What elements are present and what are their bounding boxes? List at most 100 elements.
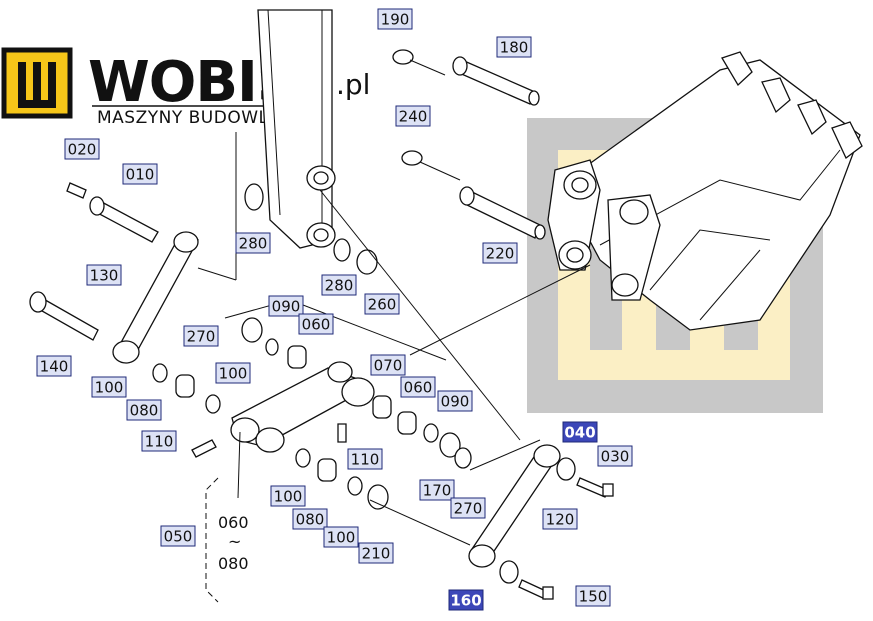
callout-label: 110 — [351, 451, 380, 469]
callout-label: 280 — [239, 235, 268, 253]
bucket — [547, 51, 863, 331]
callout-box — [160, 525, 196, 547]
callout-180: 180 — [496, 36, 532, 58]
callout-label: 100 — [219, 365, 248, 383]
callout-070: 070 — [370, 354, 406, 376]
callout-label: 180 — [500, 39, 529, 57]
range-tilde: ~ — [228, 532, 241, 551]
callout-210: 210 — [358, 542, 394, 564]
callout-box — [450, 497, 486, 519]
callout-100: 100 — [323, 526, 359, 548]
callout-label: 110 — [145, 433, 174, 451]
callout-150: 150 — [575, 585, 611, 607]
callout-label: 010 — [126, 166, 155, 184]
callout-130: 130 — [86, 264, 122, 286]
callout-label: 130 — [90, 267, 119, 285]
link-arms — [112, 231, 561, 568]
callout-box — [400, 376, 436, 398]
side-pins — [29, 182, 159, 341]
callout-020: 020 — [64, 138, 100, 160]
callout-100: 100 — [215, 362, 251, 384]
callout-box — [86, 264, 122, 286]
range-from: 060 — [218, 513, 249, 532]
callouts: 1901802400200102802802602201300902700601… — [36, 8, 633, 611]
callout-010: 010 — [122, 163, 158, 185]
callout-label: 190 — [381, 11, 410, 29]
callout-box — [370, 354, 406, 376]
callout-label: 140 — [40, 358, 69, 376]
callout-label: 210 — [362, 545, 391, 563]
callout-label: 080 — [296, 511, 325, 529]
callout-box — [419, 479, 455, 501]
boom-arm — [257, 9, 336, 249]
bolts — [191, 423, 614, 600]
callout-box — [64, 138, 100, 160]
callout-label: 160 — [450, 592, 481, 610]
callout-260: 260 — [364, 293, 400, 315]
callout-110: 110 — [141, 430, 177, 452]
callout-box — [358, 542, 394, 564]
callout-label: 220 — [486, 245, 515, 263]
bucket-pins — [392, 49, 546, 240]
logo-tagline: MASZYNY BUDOWLANE — [97, 108, 305, 128]
range-to: 080 — [218, 554, 249, 573]
callout-label: 090 — [441, 393, 470, 411]
callout-label: 270 — [187, 328, 216, 346]
callout-label: 020 — [68, 141, 97, 159]
callout-190: 190 — [377, 8, 413, 30]
callout-240: 240 — [395, 105, 431, 127]
callout-box — [377, 8, 413, 30]
callout-030: 030 — [597, 445, 633, 467]
callout-box — [482, 242, 518, 264]
callout-110: 110 — [347, 448, 383, 470]
callout-280: 280 — [235, 232, 271, 254]
callout-060: 060 — [400, 376, 436, 398]
callout-box — [575, 585, 611, 607]
callout-100: 100 — [91, 376, 127, 398]
callout-label: 040 — [564, 424, 595, 442]
callout-box — [183, 325, 219, 347]
bushings — [152, 183, 576, 584]
callout-080: 080 — [292, 508, 328, 530]
callout-box — [215, 362, 251, 384]
link-plate — [230, 361, 375, 453]
callout-label: 070 — [374, 357, 403, 375]
callout-label: 060 — [302, 316, 331, 334]
callout-270: 270 — [183, 325, 219, 347]
callout-box — [292, 508, 328, 530]
callout-090: 090 — [268, 295, 304, 317]
callout-box — [597, 445, 633, 467]
callout-label: 150 — [579, 588, 608, 606]
callout-box — [36, 355, 72, 377]
callout-label: 090 — [272, 298, 301, 316]
callout-label: 270 — [454, 500, 483, 518]
callout-box — [364, 293, 400, 315]
callout-label: 100 — [327, 529, 356, 547]
callout-040: 040 — [562, 421, 598, 443]
callout-box — [122, 163, 158, 185]
callout-label: 100 — [95, 379, 124, 397]
callout-060: 060 — [298, 313, 334, 335]
callout-box — [437, 390, 473, 412]
callout-box — [542, 508, 578, 530]
callout-120: 120 — [542, 508, 578, 530]
logo-domain: .pl — [336, 68, 370, 101]
callout-270: 270 — [450, 497, 486, 519]
callout-box — [321, 274, 357, 296]
callout-box — [91, 376, 127, 398]
callout-140: 140 — [36, 355, 72, 377]
callout-box — [347, 448, 383, 470]
range-note: 060 ~ 080 — [218, 513, 249, 573]
callout-label: 080 — [130, 402, 159, 420]
callout-label: 060 — [404, 379, 433, 397]
callout-box — [395, 105, 431, 127]
callout-box — [268, 295, 304, 317]
callout-box — [323, 526, 359, 548]
callout-label: 050 — [164, 528, 193, 546]
callout-box — [448, 589, 484, 611]
callout-box — [496, 36, 532, 58]
callout-090: 090 — [437, 390, 473, 412]
leader-lines — [197, 132, 591, 603]
logo-w-mark — [18, 62, 56, 108]
callout-label: 240 — [399, 108, 428, 126]
